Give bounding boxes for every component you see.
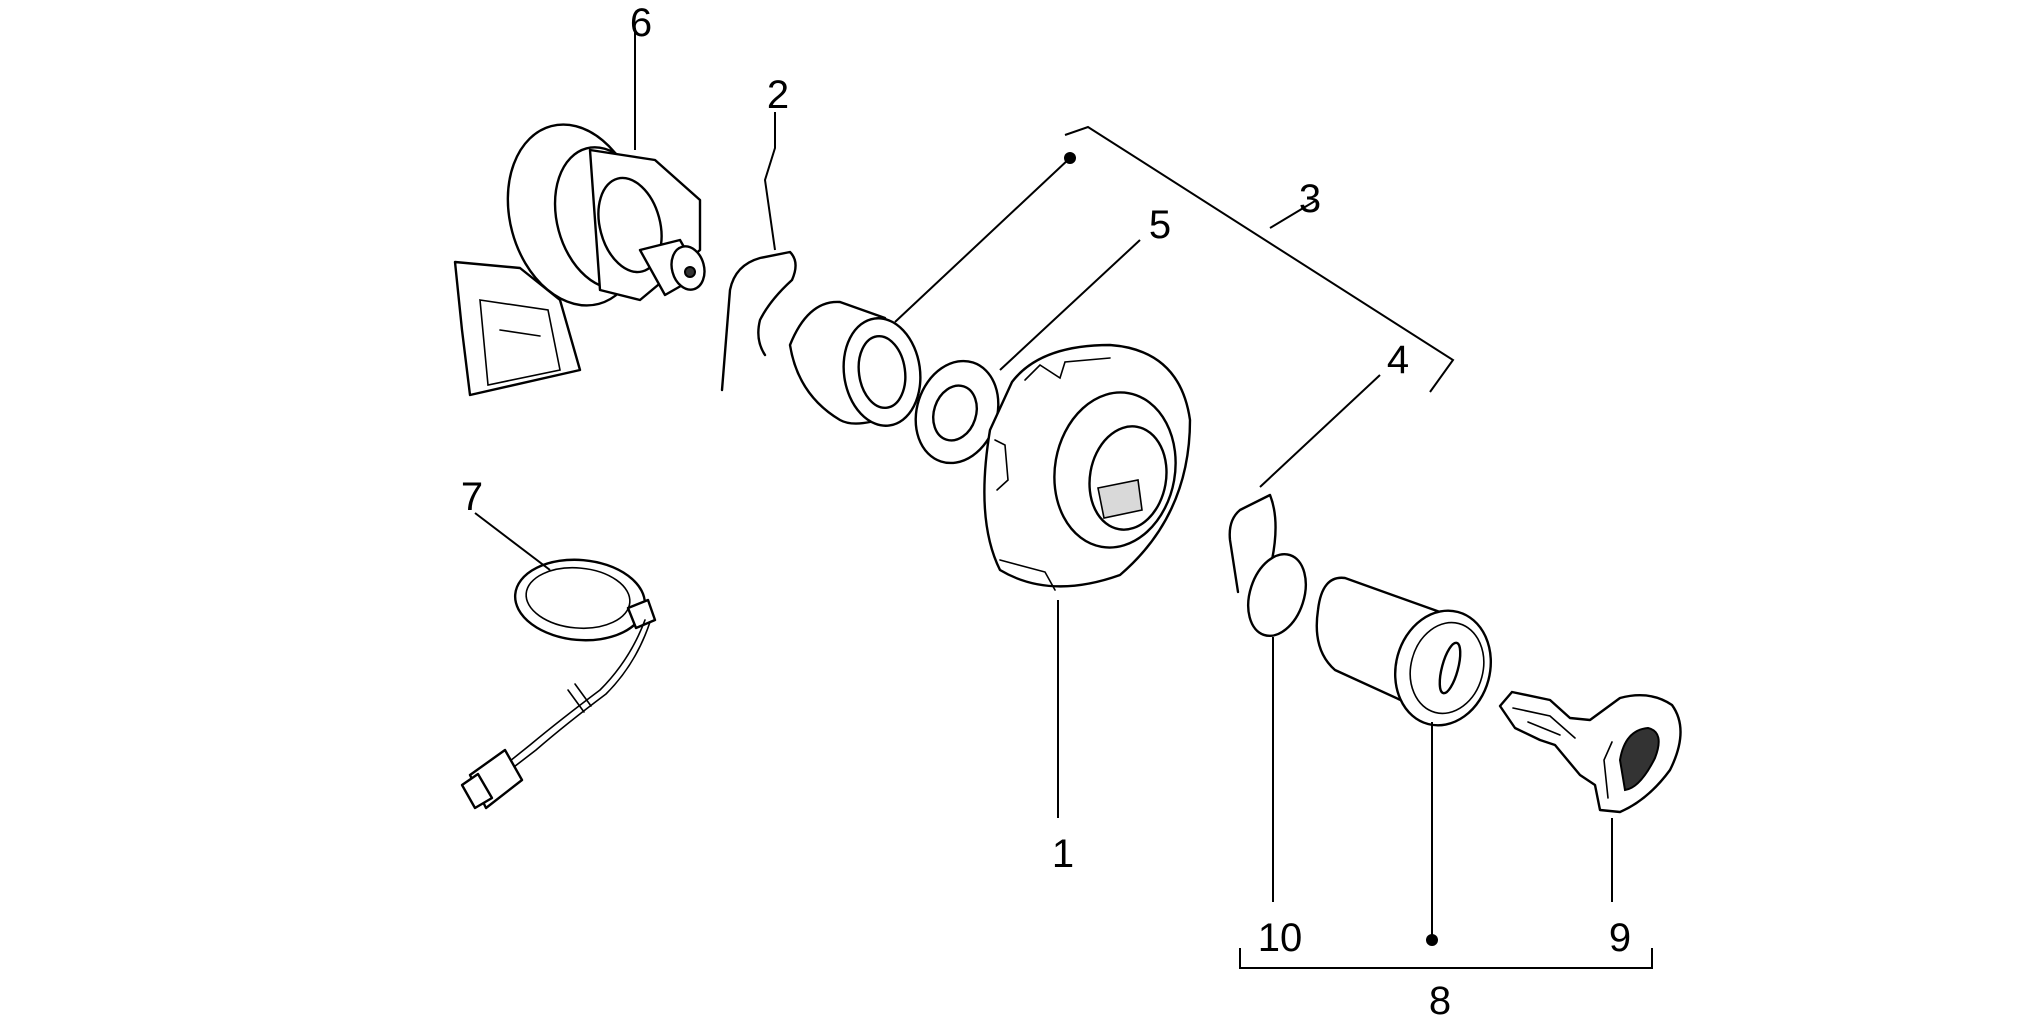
callout-labels: 6 2 3 5 4 7 1 10 9 8 bbox=[461, 1, 1631, 1019]
callout-3: 3 bbox=[1299, 177, 1321, 221]
part-2-clip bbox=[720, 250, 797, 392]
part-1-lock-housing bbox=[983, 343, 1192, 591]
part-3-sleeve bbox=[788, 300, 922, 427]
callout-1: 1 bbox=[1052, 832, 1074, 876]
callout-6: 6 bbox=[630, 1, 652, 45]
part-9-key bbox=[1498, 690, 1682, 814]
part-6-switch-body bbox=[453, 123, 706, 397]
leader-lines bbox=[474, 28, 1653, 969]
part-10-o-ring bbox=[1247, 552, 1307, 638]
callout-10: 10 bbox=[1258, 916, 1303, 960]
part-8-lock-cylinder bbox=[1315, 576, 1493, 727]
callout-2: 2 bbox=[767, 73, 789, 117]
callout-5: 5 bbox=[1149, 203, 1171, 247]
callout-9: 9 bbox=[1609, 916, 1631, 960]
callout-4: 4 bbox=[1387, 338, 1409, 382]
part-7-wire-ring bbox=[460, 558, 657, 810]
callout-8: 8 bbox=[1429, 979, 1451, 1019]
callout-7: 7 bbox=[461, 475, 483, 519]
